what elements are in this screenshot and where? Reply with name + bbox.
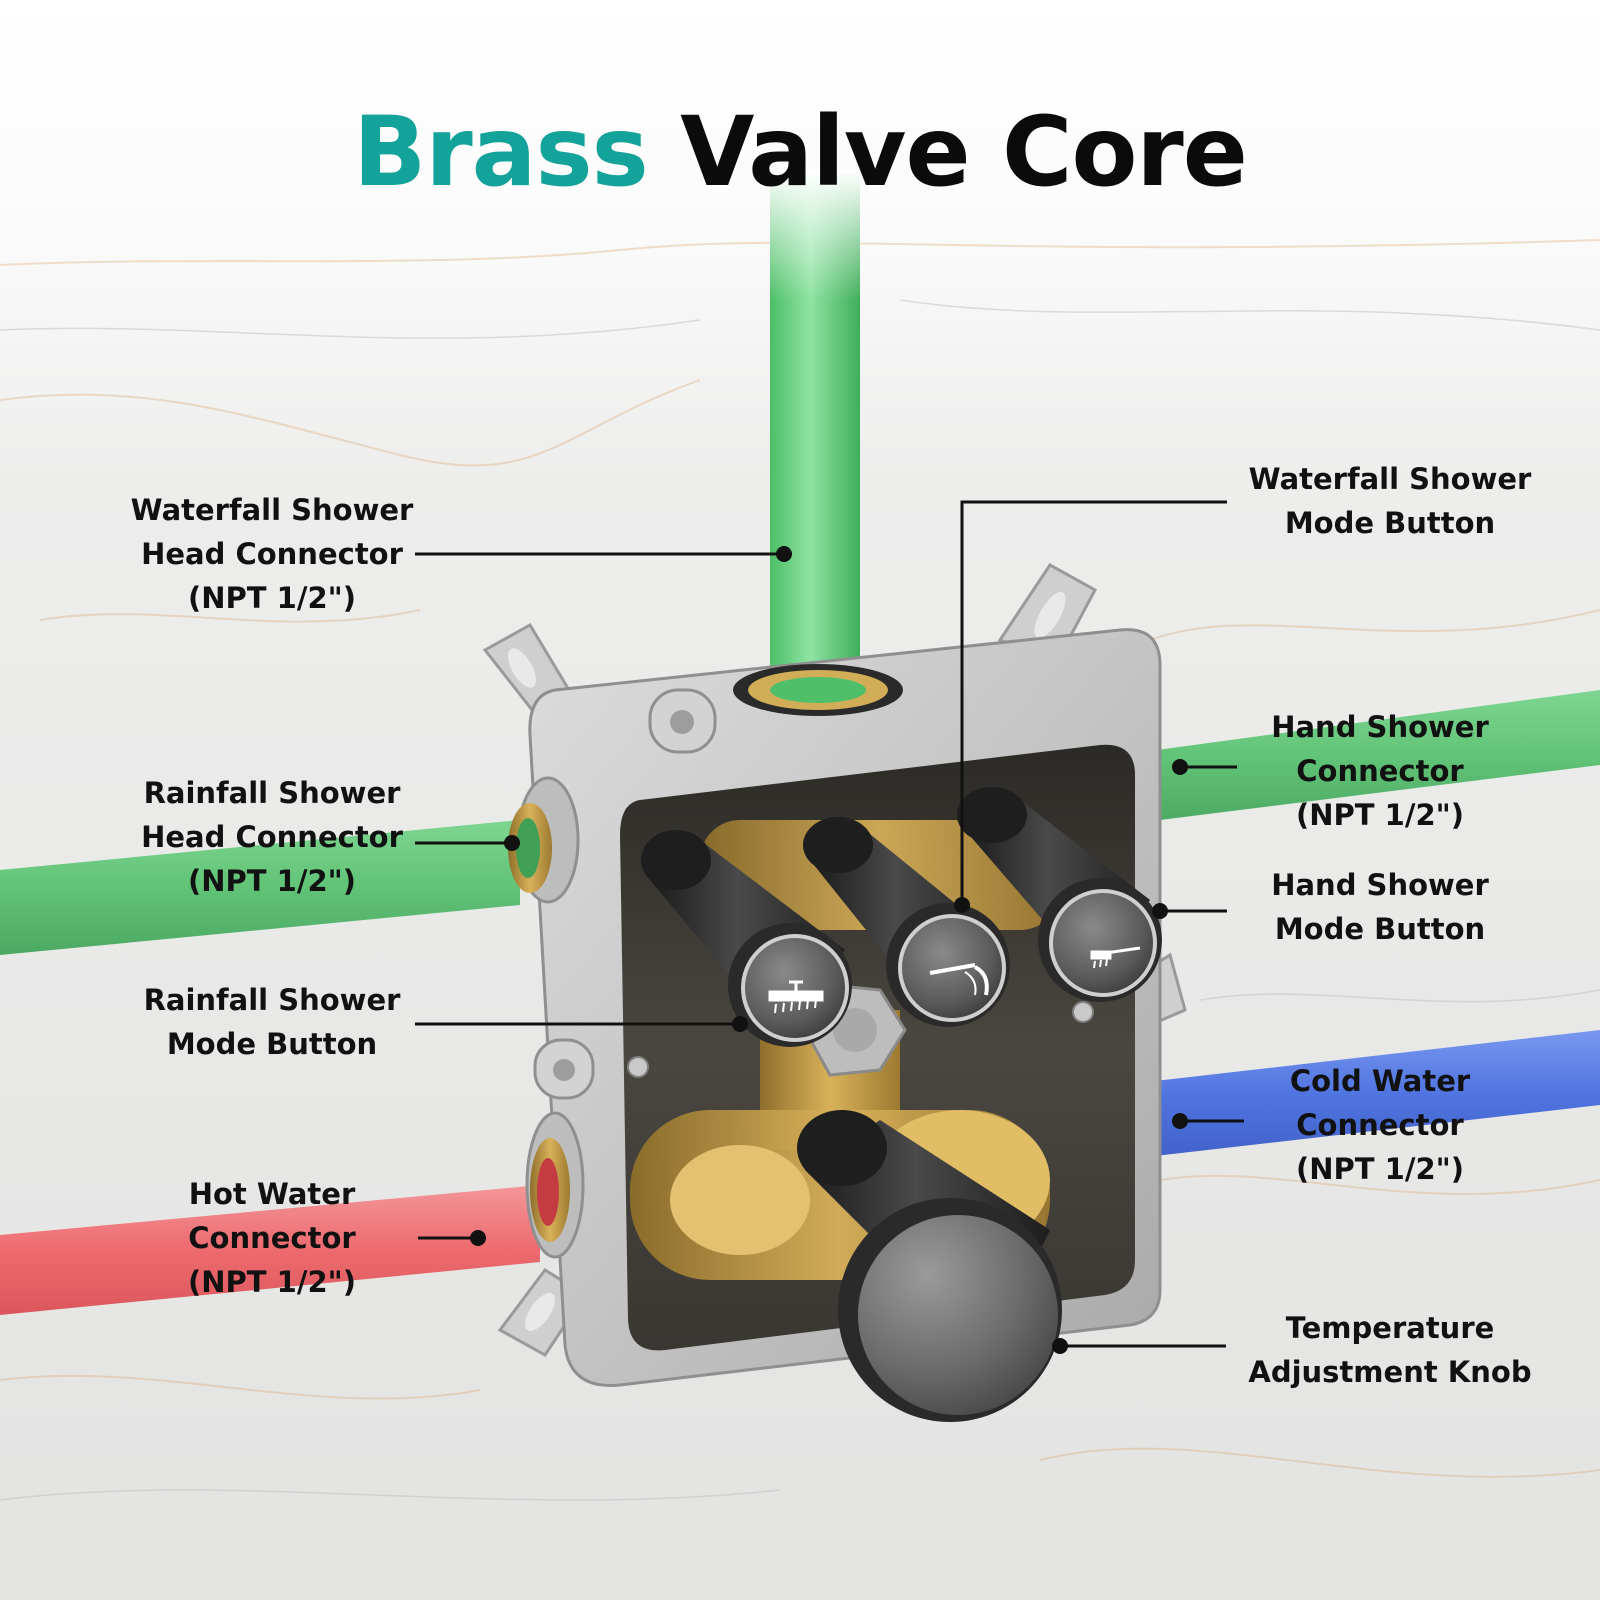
callout-waterfall-connector: Waterfall Shower Head Connector (NPT 1/2… (112, 488, 432, 620)
callout-line: Head Connector (141, 537, 403, 571)
hand-shower-icon (1090, 946, 1141, 969)
waterfall-spout-icon (929, 963, 989, 996)
callout-line: Hot Water (188, 1177, 356, 1211)
callout-line: Adjustment Knob (1248, 1355, 1532, 1389)
callout-line: Hand Shower (1271, 868, 1489, 902)
callout-line: Connector (1296, 1108, 1464, 1142)
title-rest: Valve Core (680, 96, 1248, 208)
callout-hot-water: Hot Water Connector (NPT 1/2") (112, 1172, 432, 1304)
callout-rainfall-connector: Rainfall Shower Head Connector (NPT 1/2"… (112, 771, 432, 903)
callout-line: Rainfall Shower (143, 983, 401, 1017)
callout-line: Hand Shower (1271, 710, 1489, 744)
callout-line: (NPT 1/2") (188, 864, 356, 898)
callout-rainfall-button: Rainfall Shower Mode Button (112, 978, 432, 1066)
callout-line: Temperature (1285, 1311, 1495, 1345)
callout-hand-connector: Hand Shower Connector (NPT 1/2") (1220, 705, 1540, 837)
callout-line: Mode Button (1274, 912, 1486, 946)
callout-line: (NPT 1/2") (1296, 1152, 1464, 1186)
callout-line: Cold Water (1289, 1064, 1471, 1098)
callout-temperature-knob: Temperature Adjustment Knob (1220, 1306, 1560, 1394)
title-accent-word: Brass (353, 96, 649, 208)
callout-line: Waterfall Shower (130, 493, 414, 527)
rainfall-head-icon (768, 980, 824, 1014)
callout-line: Head Connector (141, 820, 403, 854)
callout-line: Rainfall Shower (143, 776, 401, 810)
callout-line: (NPT 1/2") (188, 581, 356, 615)
callout-waterfall-button: Waterfall Shower Mode Button (1220, 457, 1560, 545)
callout-line: (NPT 1/2") (1296, 798, 1464, 832)
callout-line: Mode Button (1284, 506, 1496, 540)
callout-line: Waterfall Shower (1248, 462, 1532, 496)
callout-line: Connector (1296, 754, 1464, 788)
callout-hand-button: Hand Shower Mode Button (1220, 863, 1540, 951)
callout-line: Mode Button (166, 1027, 378, 1061)
callout-cold-water: Cold Water Connector (NPT 1/2") (1220, 1059, 1540, 1191)
page-title: Brass Valve Core (0, 96, 1600, 208)
callout-line: Connector (188, 1221, 356, 1255)
callout-line: (NPT 1/2") (188, 1265, 356, 1299)
